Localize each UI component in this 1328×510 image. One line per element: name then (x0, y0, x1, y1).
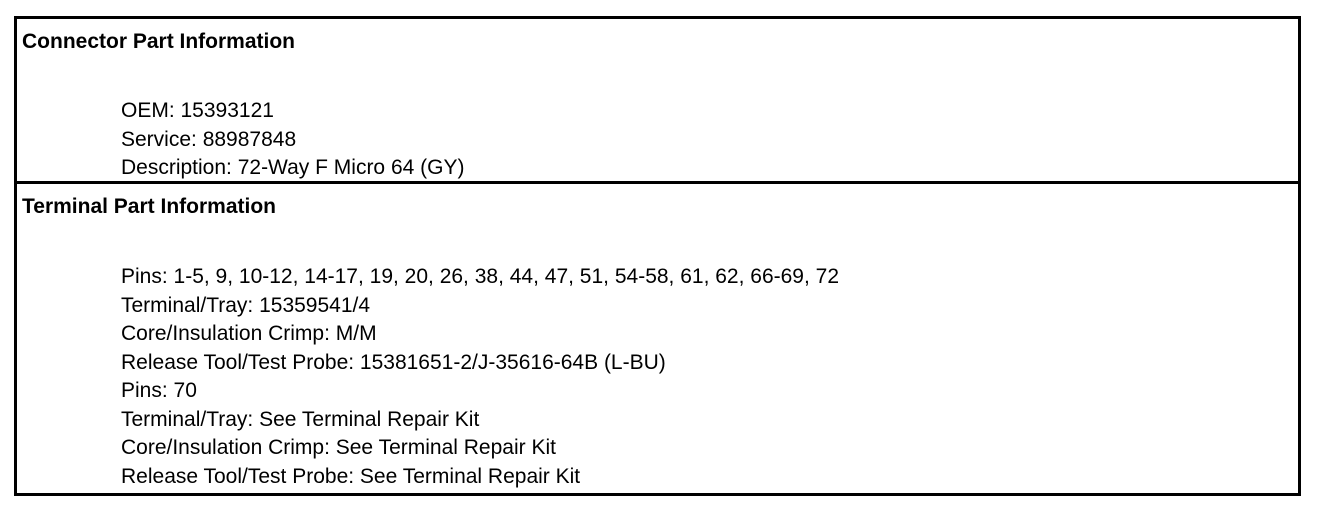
terminal-pins-line: Pins: 1-5, 9, 10-12, 14-17, 19, 20, 26, … (121, 265, 840, 288)
connector-service-line: Service: 88987848 (121, 127, 297, 151)
connector-part-section: Connector Part Information OEM: 15393121… (17, 19, 1298, 184)
connector-description-line: Description: 72-Way F Micro 64 (GY) (121, 156, 465, 179)
terminal-crimp-line: Core/Insulation Crimp: See Terminal Repa… (121, 436, 556, 459)
terminal-release-tool-line: Release Tool/Test Probe: See Terminal Re… (121, 464, 581, 488)
terminal-part-details: Pins: 1-5, 9, 10-12, 14-17, 19, 20, 26, … (121, 263, 839, 491)
terminal-release-tool-line: Release Tool/Test Probe: 15381651-2/J-35… (121, 350, 666, 374)
part-information-table: Connector Part Information OEM: 15393121… (14, 16, 1301, 496)
terminal-part-section: Terminal Part Information Pins: 1-5, 9, … (17, 184, 1298, 493)
connector-part-title: Connector Part Information (22, 30, 296, 53)
terminal-tray-line: Terminal/Tray: 15359541/4 (121, 293, 371, 317)
terminal-tray-line: Terminal/Tray: See Terminal Repair Kit (121, 407, 480, 431)
terminal-part-title: Terminal Part Information (22, 195, 276, 218)
connector-part-details: OEM: 15393121 Service: 88987848 Descript… (121, 97, 464, 183)
connector-oem-line: OEM: 15393121 (121, 99, 274, 122)
terminal-crimp-line: Core/Insulation Crimp: M/M (121, 322, 377, 345)
terminal-pins-line: Pins: 70 (121, 379, 197, 402)
